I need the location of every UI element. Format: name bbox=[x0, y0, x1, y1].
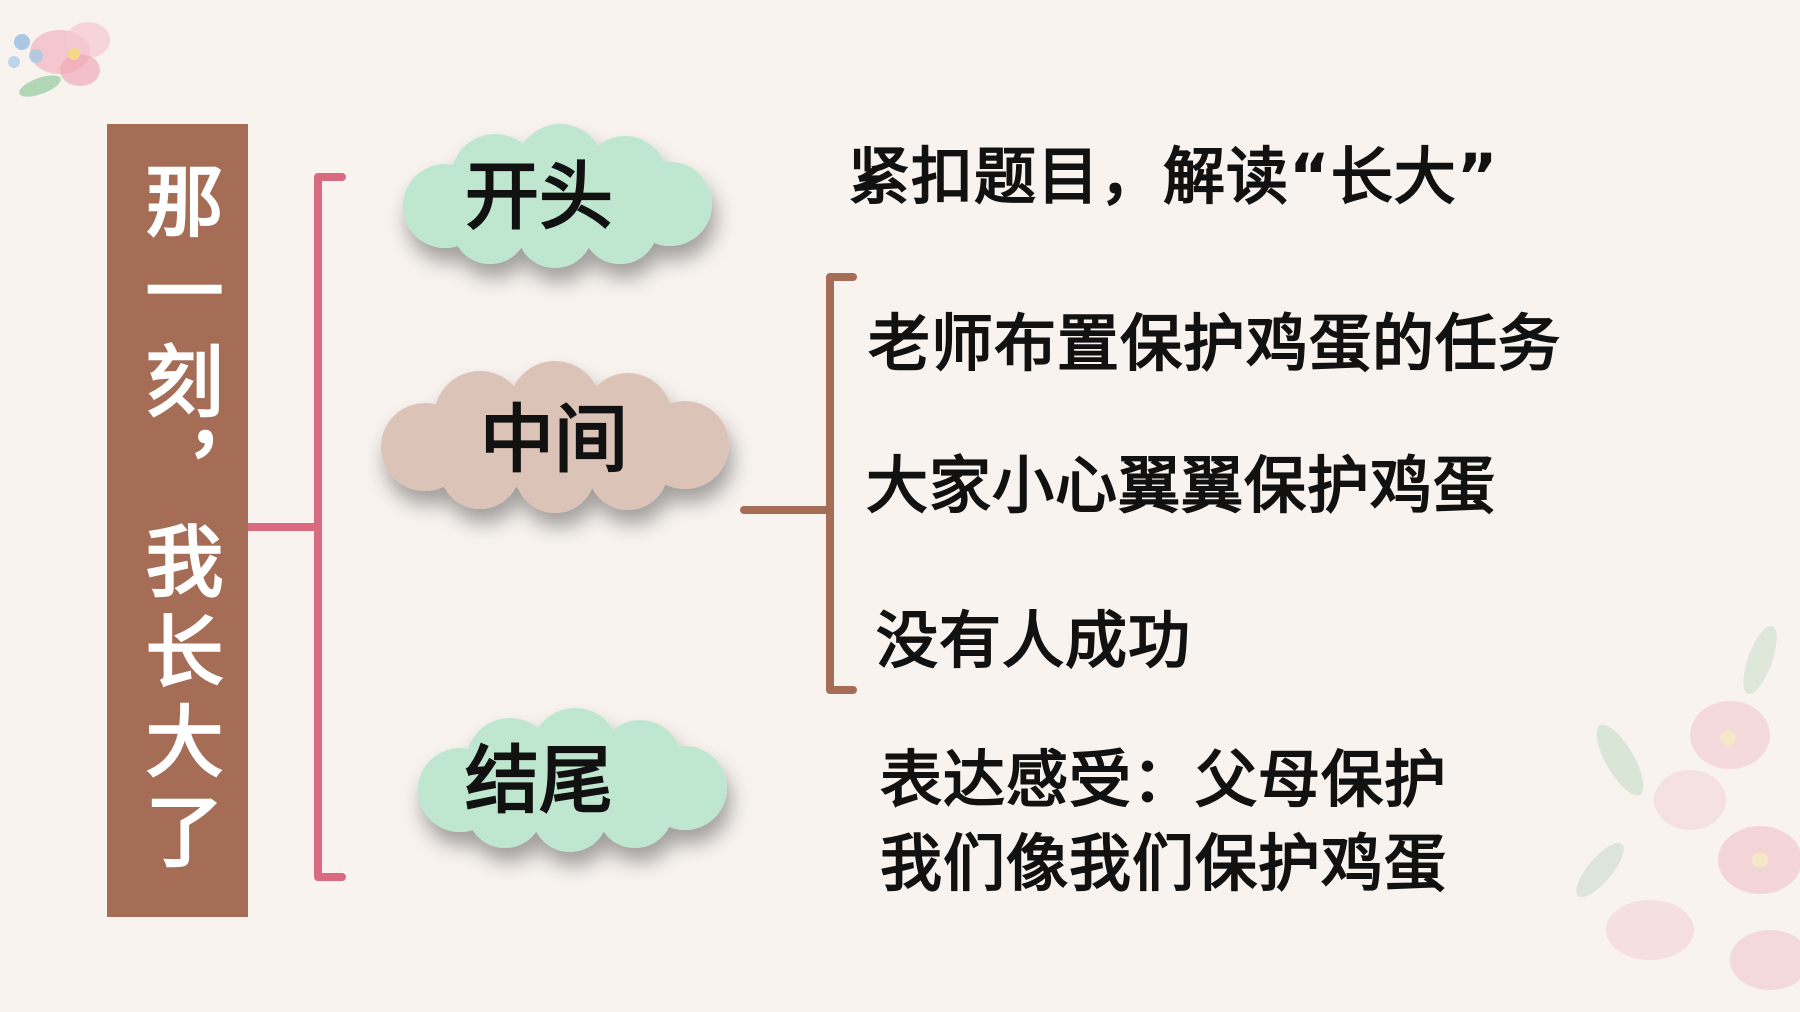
middle-detail-2: 大家小心翼翼保护鸡蛋 bbox=[866, 449, 1497, 522]
opening-detail: 紧扣题目，解读“长大” bbox=[848, 140, 1499, 213]
main-bracket bbox=[229, 173, 346, 881]
ending-detail-line-2: 我们像我们保护鸡蛋 bbox=[880, 827, 1448, 900]
cloud-opening: 开头 bbox=[390, 124, 720, 271]
cloud-middle-label: 中间 bbox=[480, 397, 628, 483]
middle-bracket bbox=[740, 273, 857, 694]
cloud-ending-shape bbox=[418, 708, 727, 852]
cloud-middle-shape bbox=[381, 361, 729, 513]
title-bar: 那一刻，我长大了 bbox=[107, 124, 248, 917]
ending-detail: 表达感受：父母保护 我们像我们保护鸡蛋 bbox=[880, 738, 1447, 906]
flower-decoration-top-left bbox=[8, 22, 110, 97]
title-text: 那一刻，我长大了 bbox=[132, 160, 223, 881]
cloud-ending-label: 结尾 bbox=[465, 738, 613, 824]
cloud-opening-shape bbox=[403, 124, 712, 268]
cloud-opening-label: 开头 bbox=[465, 154, 613, 240]
middle-detail-3: 没有人成功 bbox=[876, 604, 1192, 677]
flower-decoration-bottom-right bbox=[1576, 625, 1800, 990]
cloud-ending: 结尾 bbox=[405, 708, 735, 855]
cloud-middle: 中间 bbox=[370, 361, 740, 515]
middle-detail-1: 老师布置保护鸡蛋的任务 bbox=[868, 307, 1562, 380]
ending-detail-line-1: 表达感受：父母保护 bbox=[880, 743, 1448, 816]
